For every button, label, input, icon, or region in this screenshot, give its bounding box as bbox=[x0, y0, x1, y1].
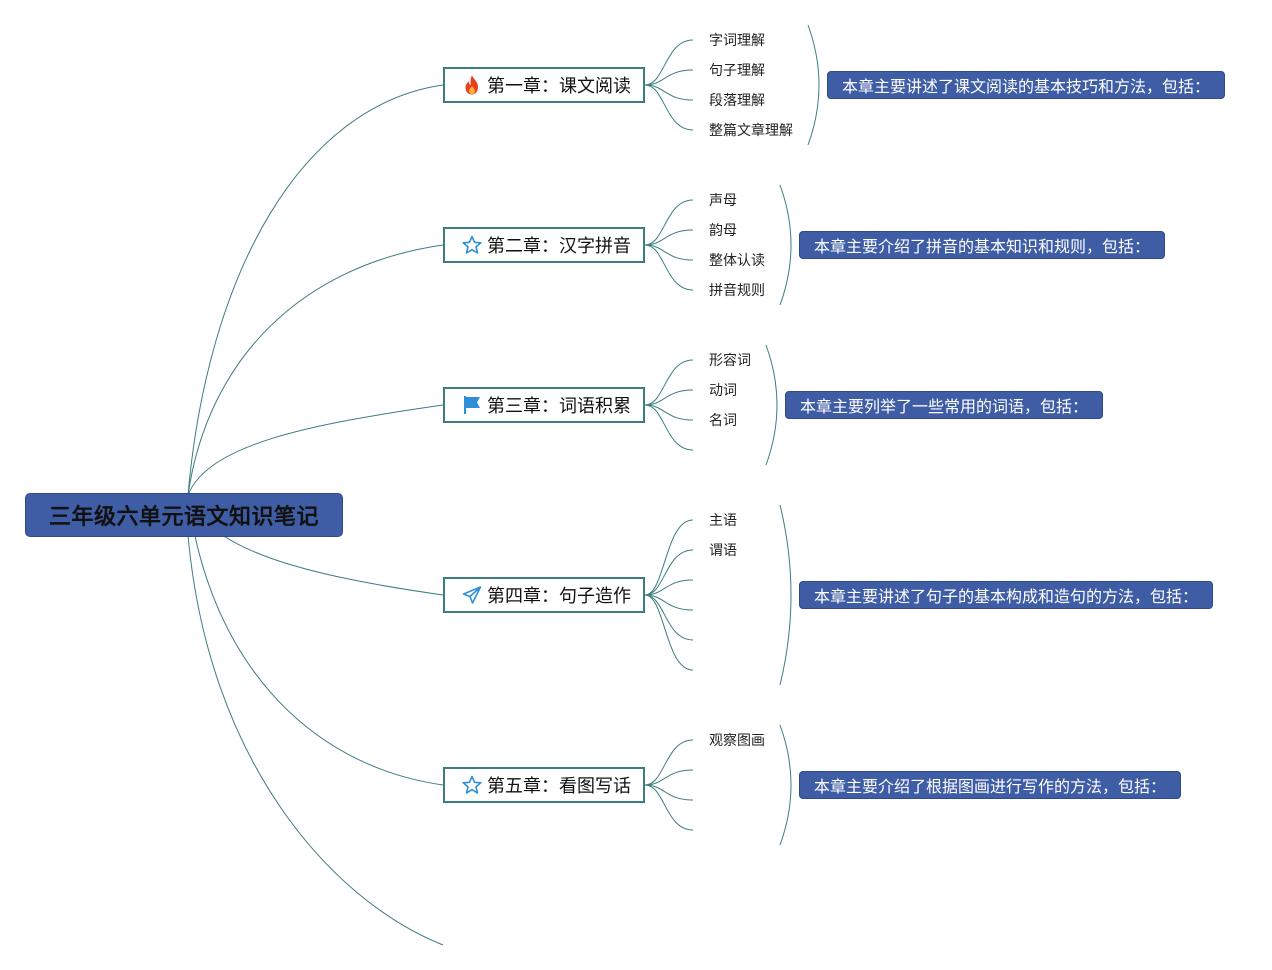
subtopic-4-2[interactable]: 谓语 bbox=[709, 543, 737, 559]
summary-bracket-3 bbox=[765, 344, 778, 466]
branch-link-4-5 bbox=[644, 594, 694, 641]
subtopic-3-3[interactable]: 名词 bbox=[709, 413, 737, 429]
subtopic-1-4[interactable]: 整篇文章理解 bbox=[709, 123, 793, 139]
chapter-1-title: 第一章：课文阅读 bbox=[487, 76, 631, 97]
star-icon bbox=[461, 234, 483, 256]
branch-link-4-3 bbox=[644, 579, 694, 596]
root-link-extra bbox=[187, 534, 444, 946]
chapter-2-node[interactable]: 第二章：汉字拼音 bbox=[443, 227, 645, 263]
chapter-5-node[interactable]: 第五章：看图写话 bbox=[443, 767, 645, 803]
root-link-1 bbox=[187, 84, 444, 496]
root-link-5 bbox=[187, 494, 444, 786]
paper-plane-icon bbox=[461, 584, 483, 606]
chapter-5-summary-text: 本章主要介绍了根据图画进行写作的方法，包括： bbox=[814, 777, 1167, 796]
branch-link-3-4 bbox=[644, 404, 694, 451]
branch-link-1-1 bbox=[644, 39, 694, 86]
subtopic-5-1[interactable]: 观察图画 bbox=[709, 733, 765, 749]
chapter-3-summary-text: 本章主要列举了一些常用的词语，包括： bbox=[800, 397, 1089, 416]
root-link-2 bbox=[187, 244, 444, 496]
branch-link-3-2 bbox=[644, 389, 694, 406]
root-title: 三年级六单元语文知识笔记 bbox=[48, 505, 319, 530]
chapter-5-title: 第五章：看图写话 bbox=[487, 776, 631, 797]
chapter-1-summary[interactable]: 本章主要讲述了课文阅读的基本技巧和方法，包括： bbox=[827, 71, 1226, 99]
chapter-4-node[interactable]: 第四章：句子造作 bbox=[443, 577, 645, 613]
branch-link-3-1 bbox=[644, 359, 694, 406]
subtopic-4-1[interactable]: 主语 bbox=[709, 513, 737, 529]
subtopic-1-2[interactable]: 句子理解 bbox=[709, 63, 765, 79]
root-link-3 bbox=[187, 404, 444, 496]
branch-link-4-6 bbox=[644, 594, 694, 671]
chapter-4-summary-text: 本章主要讲述了句子的基本构成和造句的方法，包括： bbox=[814, 587, 1199, 606]
summary-bracket-4 bbox=[779, 504, 792, 686]
subtopic-2-4[interactable]: 拼音规则 bbox=[709, 283, 765, 299]
flag-icon bbox=[461, 394, 483, 416]
branch-link-2-2 bbox=[644, 229, 694, 246]
branch-link-5-4 bbox=[644, 784, 694, 831]
chapter-4-summary[interactable]: 本章主要讲述了句子的基本构成和造句的方法，包括： bbox=[799, 581, 1214, 609]
star-icon bbox=[461, 774, 483, 796]
root-topic[interactable]: 三年级六单元语文知识笔记 bbox=[25, 493, 343, 537]
chapter-5-summary[interactable]: 本章主要介绍了根据图画进行写作的方法，包括： bbox=[799, 771, 1182, 799]
subtopic-1-1[interactable]: 字词理解 bbox=[709, 33, 765, 49]
subtopic-1-3[interactable]: 段落理解 bbox=[709, 93, 765, 109]
branch-link-5-2 bbox=[644, 769, 694, 786]
chapter-1-node[interactable]: 第一章：课文阅读 bbox=[443, 67, 645, 103]
chapter-2-title: 第二章：汉字拼音 bbox=[487, 236, 631, 257]
chapter-3-title: 第三章：词语积累 bbox=[487, 396, 631, 417]
branch-link-1-2 bbox=[644, 69, 694, 86]
branch-link-1-4 bbox=[644, 84, 694, 131]
branch-link-5-1 bbox=[644, 739, 694, 786]
branch-link-4-2 bbox=[644, 549, 694, 596]
chapter-4-title: 第四章：句子造作 bbox=[487, 586, 631, 607]
subtopic-2-1[interactable]: 声母 bbox=[709, 193, 737, 209]
subtopic-3-1[interactable]: 形容词 bbox=[709, 353, 751, 369]
chapter-1-summary-text: 本章主要讲述了课文阅读的基本技巧和方法，包括： bbox=[842, 77, 1211, 96]
branch-link-4-1 bbox=[644, 519, 694, 596]
summary-bracket-1 bbox=[807, 24, 820, 146]
chapter-3-summary[interactable]: 本章主要列举了一些常用的词语，包括： bbox=[785, 391, 1104, 419]
subtopic-2-3[interactable]: 整体认读 bbox=[709, 253, 765, 269]
fire-icon bbox=[461, 74, 483, 96]
subtopic-2-2[interactable]: 韵母 bbox=[709, 223, 737, 239]
chapter-2-summary[interactable]: 本章主要介绍了拼音的基本知识和规则，包括： bbox=[799, 231, 1166, 259]
subtopic-3-2[interactable]: 动词 bbox=[709, 383, 737, 399]
summary-bracket-2 bbox=[779, 184, 792, 306]
branch-link-2-4 bbox=[644, 244, 694, 291]
branch-link-2-1 bbox=[644, 199, 694, 246]
chapter-3-node[interactable]: 第三章：词语积累 bbox=[443, 387, 645, 423]
chapter-2-summary-text: 本章主要介绍了拼音的基本知识和规则，包括： bbox=[814, 237, 1151, 256]
summary-bracket-5 bbox=[779, 724, 792, 846]
